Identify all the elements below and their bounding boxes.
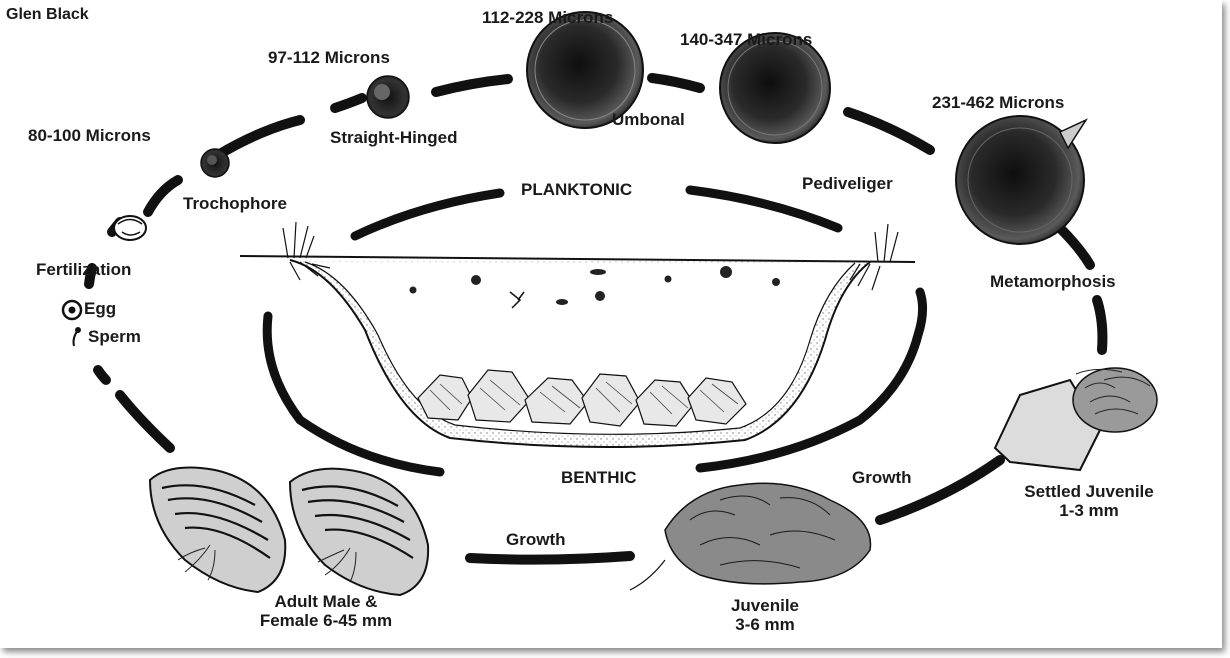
- straight-hinged-label: Straight-Hinged: [330, 128, 458, 147]
- trochophore-label: Trochophore: [183, 194, 287, 213]
- juvenile-size: 3-6 mm: [710, 615, 820, 634]
- benthic-label: BENTHIC: [561, 468, 637, 487]
- juvenile-cluster-drawing: [630, 483, 871, 590]
- growth-label-lower: Growth: [506, 530, 566, 549]
- egg-icon: [63, 301, 81, 319]
- growth-label-upper: Growth: [852, 468, 912, 487]
- sperm-label: Sperm: [88, 327, 141, 346]
- pediveliger-label: Pediveliger: [802, 174, 893, 193]
- trochophore-size-label: 80-100 Microns: [28, 126, 151, 145]
- umbonal-size-a-label: 112-228 Microns: [482, 8, 613, 27]
- metamorphosis-label: Metamorphosis: [990, 272, 1116, 291]
- life-cycle-diagram: Glen Black 112-228 Microns 140-347 Micro…: [0, 0, 1222, 648]
- fertilization-label: Fertilization: [36, 260, 131, 279]
- umbonal-larva-b: [720, 33, 830, 143]
- umbonal-label: Umbonal: [612, 110, 685, 129]
- pediveliger-size-label: 231-462 Microns: [932, 93, 1064, 112]
- adult-mussel-right: [290, 469, 428, 595]
- settled-juvenile-drawing: [995, 368, 1157, 470]
- planktonic-label: PLANKTONIC: [521, 180, 632, 199]
- juvenile-label: Juvenile 3-6 mm: [710, 596, 820, 634]
- straight-hinged-larva: [367, 76, 409, 118]
- pond-basin: [240, 222, 915, 447]
- fertilization-larva: [114, 216, 146, 240]
- credit-label: Glen Black: [6, 6, 89, 24]
- juvenile-name: Juvenile: [710, 596, 820, 615]
- adult-mussel-left: [150, 468, 285, 592]
- adult-label: Adult Male & Female 6-45 mm: [226, 592, 426, 630]
- egg-label: Egg: [84, 299, 116, 318]
- adult-label-line1: Adult Male &: [226, 592, 426, 611]
- settled-juvenile-label: Settled Juvenile 1-3 mm: [984, 482, 1194, 520]
- adult-label-line2: Female 6-45 mm: [226, 611, 426, 630]
- trochophore-larva: [201, 149, 229, 177]
- sperm-icon: [74, 328, 81, 346]
- settled-juvenile-name: Settled Juvenile: [984, 482, 1194, 501]
- settled-juvenile-size: 1-3 mm: [984, 501, 1194, 520]
- pediveliger-larva: [956, 116, 1086, 244]
- straight-hinged-size-label: 97-112 Microns: [268, 48, 390, 67]
- umbonal-size-b-label: 140-347 Microns: [680, 30, 812, 49]
